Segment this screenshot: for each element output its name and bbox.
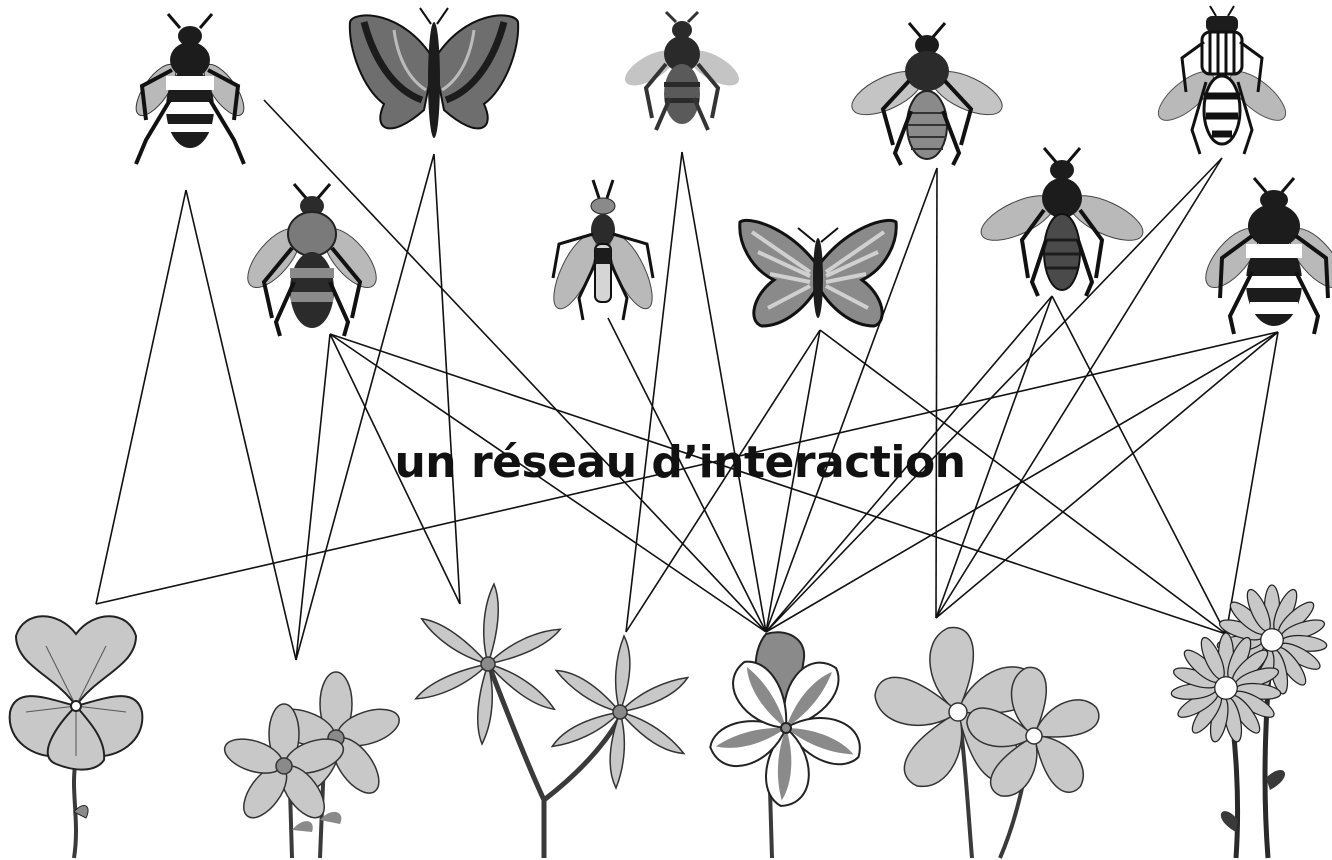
daisy-flowers-icon	[1171, 585, 1328, 858]
interaction-link	[936, 168, 937, 618]
butterfly-icon	[740, 220, 896, 326]
bumblebee-icon	[1197, 178, 1332, 334]
phlox-flowers-icon	[869, 627, 1103, 858]
star-flowers-icon	[414, 584, 691, 858]
bee-icon	[975, 148, 1149, 296]
interaction-link	[296, 334, 330, 660]
five-petal-flowers-icon	[220, 672, 403, 858]
moth-icon	[350, 8, 518, 138]
hoverfly-icon	[1151, 6, 1293, 154]
fly-icon	[545, 180, 660, 320]
interaction-link	[936, 158, 1222, 618]
bee-icon	[239, 184, 386, 336]
bumblebee-icon	[129, 14, 251, 164]
interaction-link	[264, 100, 766, 632]
diagram-title: un réseau d’interaction	[0, 437, 1332, 488]
interaction-link	[626, 152, 682, 632]
interaction-links	[96, 100, 1278, 660]
bee-icon	[620, 12, 744, 130]
interaction-link	[434, 154, 460, 604]
honeybee-icon	[846, 23, 1008, 165]
pansy-flower-icon	[10, 616, 143, 858]
twisted-bloom-flower-icon	[705, 632, 864, 858]
interaction-link	[96, 190, 186, 604]
